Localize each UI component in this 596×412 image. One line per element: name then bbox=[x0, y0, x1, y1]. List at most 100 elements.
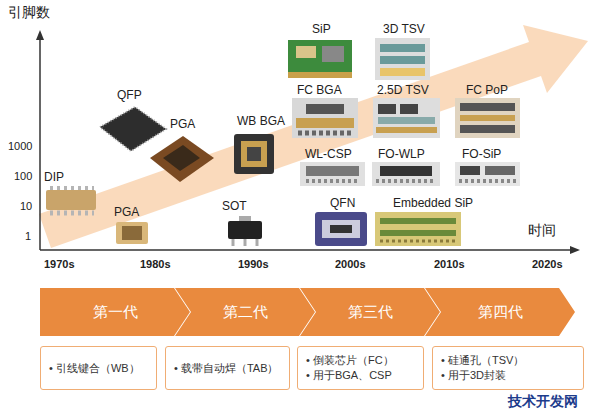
package-name: FO-SiP bbox=[462, 147, 501, 161]
generation-chevron: 第二代 bbox=[175, 288, 315, 336]
die bbox=[122, 226, 142, 240]
package-name: SOT bbox=[222, 199, 247, 213]
via-row bbox=[380, 240, 456, 243]
chevron-fill bbox=[175, 288, 315, 336]
package-name: 2.5D TSV bbox=[377, 83, 429, 97]
feature-text: • 倒装芯片（FC） bbox=[306, 353, 415, 368]
substrate bbox=[376, 127, 437, 133]
x-axis-head bbox=[570, 246, 580, 254]
frame bbox=[322, 220, 360, 238]
package-body bbox=[455, 162, 520, 186]
3d-tsv-package bbox=[375, 38, 430, 80]
year-label: 1980s bbox=[140, 258, 171, 271]
die bbox=[380, 166, 432, 176]
wl-csp-package bbox=[300, 162, 365, 186]
package-name: PGA bbox=[114, 205, 139, 219]
component bbox=[296, 46, 316, 58]
package-name: FC BGA bbox=[297, 83, 342, 97]
year-label: 2000s bbox=[335, 258, 366, 271]
package-body bbox=[300, 162, 365, 186]
die bbox=[460, 103, 515, 111]
feature-text: • 用于BGA、CSP bbox=[306, 368, 415, 383]
die bbox=[322, 46, 344, 62]
watermark: 技术开发网 bbox=[506, 393, 580, 410]
substrate bbox=[460, 115, 515, 121]
sot-package bbox=[228, 216, 262, 246]
pga-small-package bbox=[116, 222, 148, 244]
feature-text: • 引线键合（WB） bbox=[49, 361, 148, 376]
package-name: DIP bbox=[44, 170, 64, 184]
tick-label: 100 bbox=[14, 170, 32, 183]
feature-box: • 硅通孔（TSV）• 用于3D封装 bbox=[432, 346, 584, 390]
package-body bbox=[100, 107, 166, 151]
package-name: WB BGA bbox=[237, 114, 285, 128]
die bbox=[306, 104, 344, 114]
feature-box: • 引线键合（WB） bbox=[40, 346, 157, 390]
generation-label: 第四代 bbox=[478, 303, 523, 322]
substrate bbox=[288, 72, 352, 78]
year-label: 2010s bbox=[434, 258, 465, 271]
generation-chevron: 第三代 bbox=[300, 288, 440, 336]
feature-box: • 载带自动焊（TAB） bbox=[165, 346, 290, 390]
pga-package bbox=[150, 136, 214, 182]
x-axis bbox=[40, 249, 572, 251]
tick-label: 10 bbox=[20, 200, 32, 213]
chevron-fill bbox=[300, 288, 440, 336]
y-axis bbox=[39, 38, 41, 250]
package-name: FO-WLP bbox=[378, 147, 425, 161]
y-axis-head bbox=[36, 30, 44, 40]
package-body bbox=[315, 212, 367, 246]
interposer bbox=[378, 117, 435, 124]
package-body bbox=[375, 38, 430, 80]
package-name: PGA bbox=[170, 117, 195, 131]
die bbox=[378, 104, 396, 114]
qfn-package bbox=[315, 212, 367, 246]
ball-row bbox=[306, 179, 359, 183]
layer bbox=[380, 218, 456, 224]
year-label: 1970s bbox=[44, 258, 75, 271]
pin bbox=[256, 239, 259, 246]
axis-title: 时间 bbox=[528, 222, 556, 239]
die bbox=[460, 166, 480, 175]
package-name: 3D TSV bbox=[383, 22, 425, 36]
chevron-fill bbox=[425, 288, 575, 336]
dip-package bbox=[46, 188, 96, 213]
die bbox=[485, 166, 515, 175]
ball-row bbox=[459, 179, 516, 183]
fc-bga-package bbox=[292, 98, 358, 138]
feature-text: • 用于3D封装 bbox=[441, 368, 575, 383]
package-body bbox=[228, 221, 262, 239]
die bbox=[380, 44, 425, 52]
pin-row bbox=[50, 186, 94, 190]
package-body bbox=[116, 222, 148, 244]
package-name: WL-CSP bbox=[305, 147, 352, 161]
tick-label: 1000 bbox=[8, 140, 32, 153]
generation-label: 第二代 bbox=[223, 303, 268, 322]
package-name: SiP bbox=[312, 22, 331, 36]
package-name: FC PoP bbox=[466, 83, 508, 97]
2-5d-tsv-package bbox=[373, 98, 440, 138]
qfp-package bbox=[100, 107, 166, 151]
axis-title: 引脚数 bbox=[8, 4, 50, 21]
year-label: 1990s bbox=[238, 258, 269, 271]
pin bbox=[244, 239, 247, 246]
package-name: QFN bbox=[330, 196, 355, 210]
generation-chevron: 第四代 bbox=[425, 288, 575, 336]
package-body bbox=[373, 98, 440, 138]
fo-sip-package bbox=[455, 162, 520, 186]
package-name: Embedded SiP bbox=[393, 196, 473, 210]
substrate bbox=[241, 141, 267, 167]
generation-chevron: 第一代 bbox=[40, 288, 190, 336]
ball-row bbox=[298, 131, 354, 136]
year-label: 2020s bbox=[532, 258, 563, 271]
package-body bbox=[234, 134, 274, 174]
die bbox=[400, 104, 418, 114]
die bbox=[330, 225, 352, 233]
die bbox=[460, 125, 515, 133]
die bbox=[306, 166, 359, 176]
pin bbox=[232, 239, 235, 246]
package-body bbox=[46, 190, 96, 210]
pin-row bbox=[50, 211, 94, 216]
package-body bbox=[372, 162, 440, 186]
